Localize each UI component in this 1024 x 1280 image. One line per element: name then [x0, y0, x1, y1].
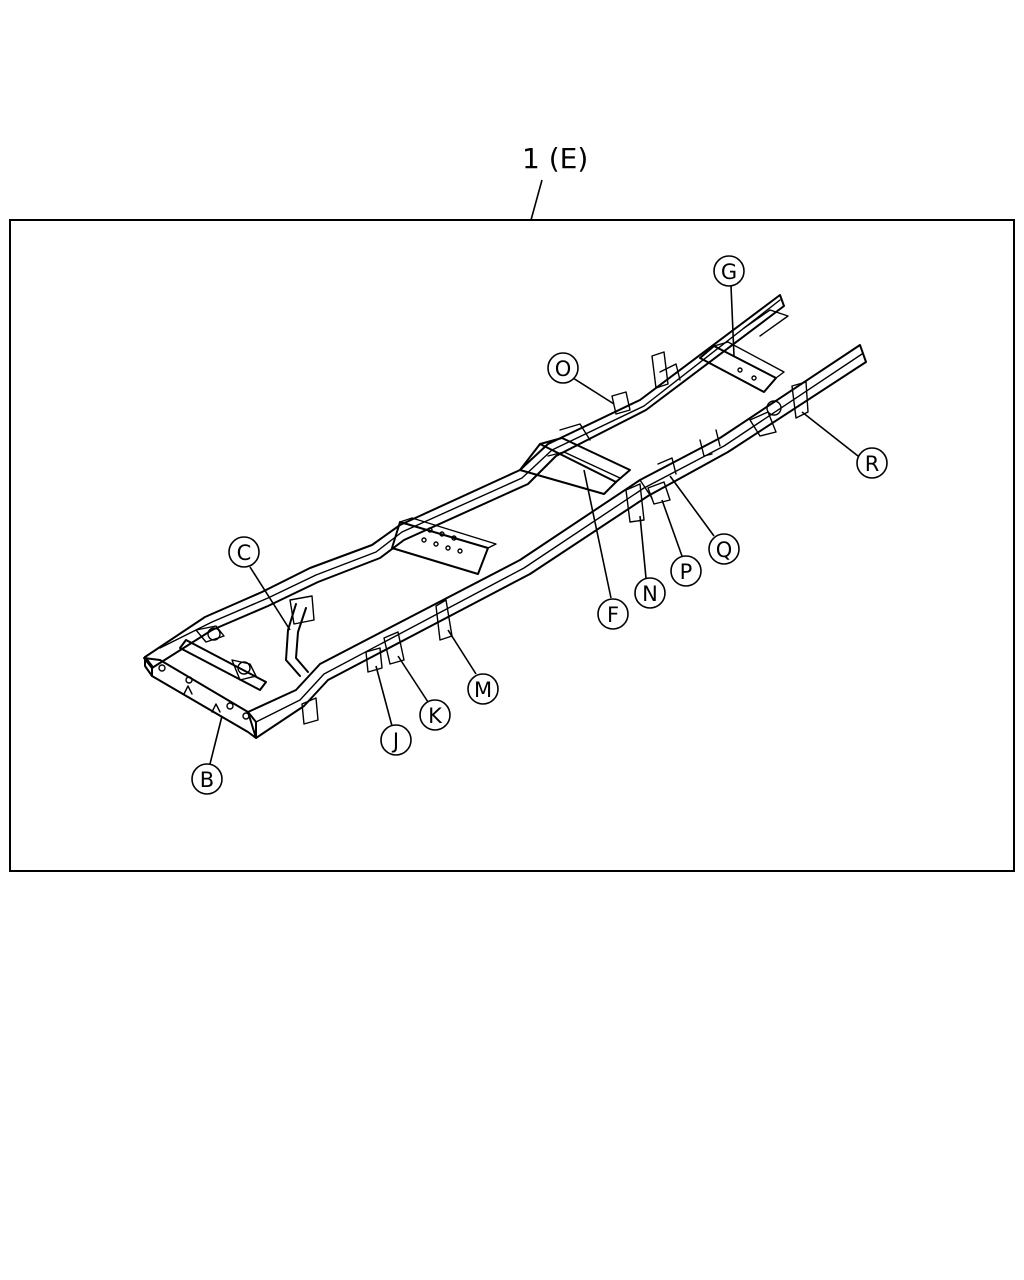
callout-j: J	[380, 724, 412, 756]
bracket-o	[611, 391, 631, 415]
callout-k: K	[419, 699, 451, 731]
cross-tube-c	[285, 595, 315, 677]
callout-q: Q	[708, 533, 740, 565]
bracket-rear	[749, 411, 777, 437]
bracket-j	[365, 647, 383, 673]
bracket-n	[625, 483, 645, 523]
callout-o: O	[547, 352, 579, 384]
callout-label-g: G	[721, 260, 737, 284]
callout-label-q: Q	[716, 538, 733, 562]
callout-r: R	[856, 447, 888, 479]
bracket-p	[647, 481, 671, 505]
callout-label-p: P	[680, 560, 693, 584]
callout-label-m: M	[474, 678, 492, 702]
mounting-brackets	[301, 351, 809, 725]
callout-label-c: C	[237, 541, 252, 565]
callout-n: N	[634, 577, 666, 609]
title-leader	[530, 179, 543, 221]
assembly-title: 1 (E)	[522, 142, 588, 175]
callout-label-j: J	[391, 729, 399, 753]
callout-f: F	[597, 598, 629, 630]
bracket-q	[657, 457, 677, 475]
callout-label-k: K	[428, 704, 443, 728]
front-cross-member	[143, 656, 257, 739]
diagram-frame	[9, 219, 1015, 872]
callout-p: P	[670, 555, 702, 587]
callout-label-r: R	[865, 452, 880, 476]
rear-cross-member-g	[699, 341, 785, 393]
callout-g: G	[713, 255, 745, 287]
bracket-r	[791, 381, 809, 419]
front-suspension-crossmember	[179, 625, 267, 691]
near-side-rail	[247, 344, 867, 739]
callout-leaders	[209, 285, 859, 765]
middle-cross-member	[391, 517, 497, 575]
callout-label-b: B	[200, 768, 214, 792]
callout-m: M	[467, 673, 499, 705]
callout-c: C	[228, 536, 260, 568]
callout-label-o: O	[555, 357, 572, 381]
bracket-k	[383, 631, 405, 665]
chassis-frame-illustration	[143, 294, 867, 739]
cross-member-f	[519, 423, 631, 495]
callout-label-n: N	[642, 582, 658, 606]
callout-b: B	[191, 763, 223, 795]
callout-label-f: F	[607, 603, 619, 627]
far-side-rail	[144, 294, 789, 669]
